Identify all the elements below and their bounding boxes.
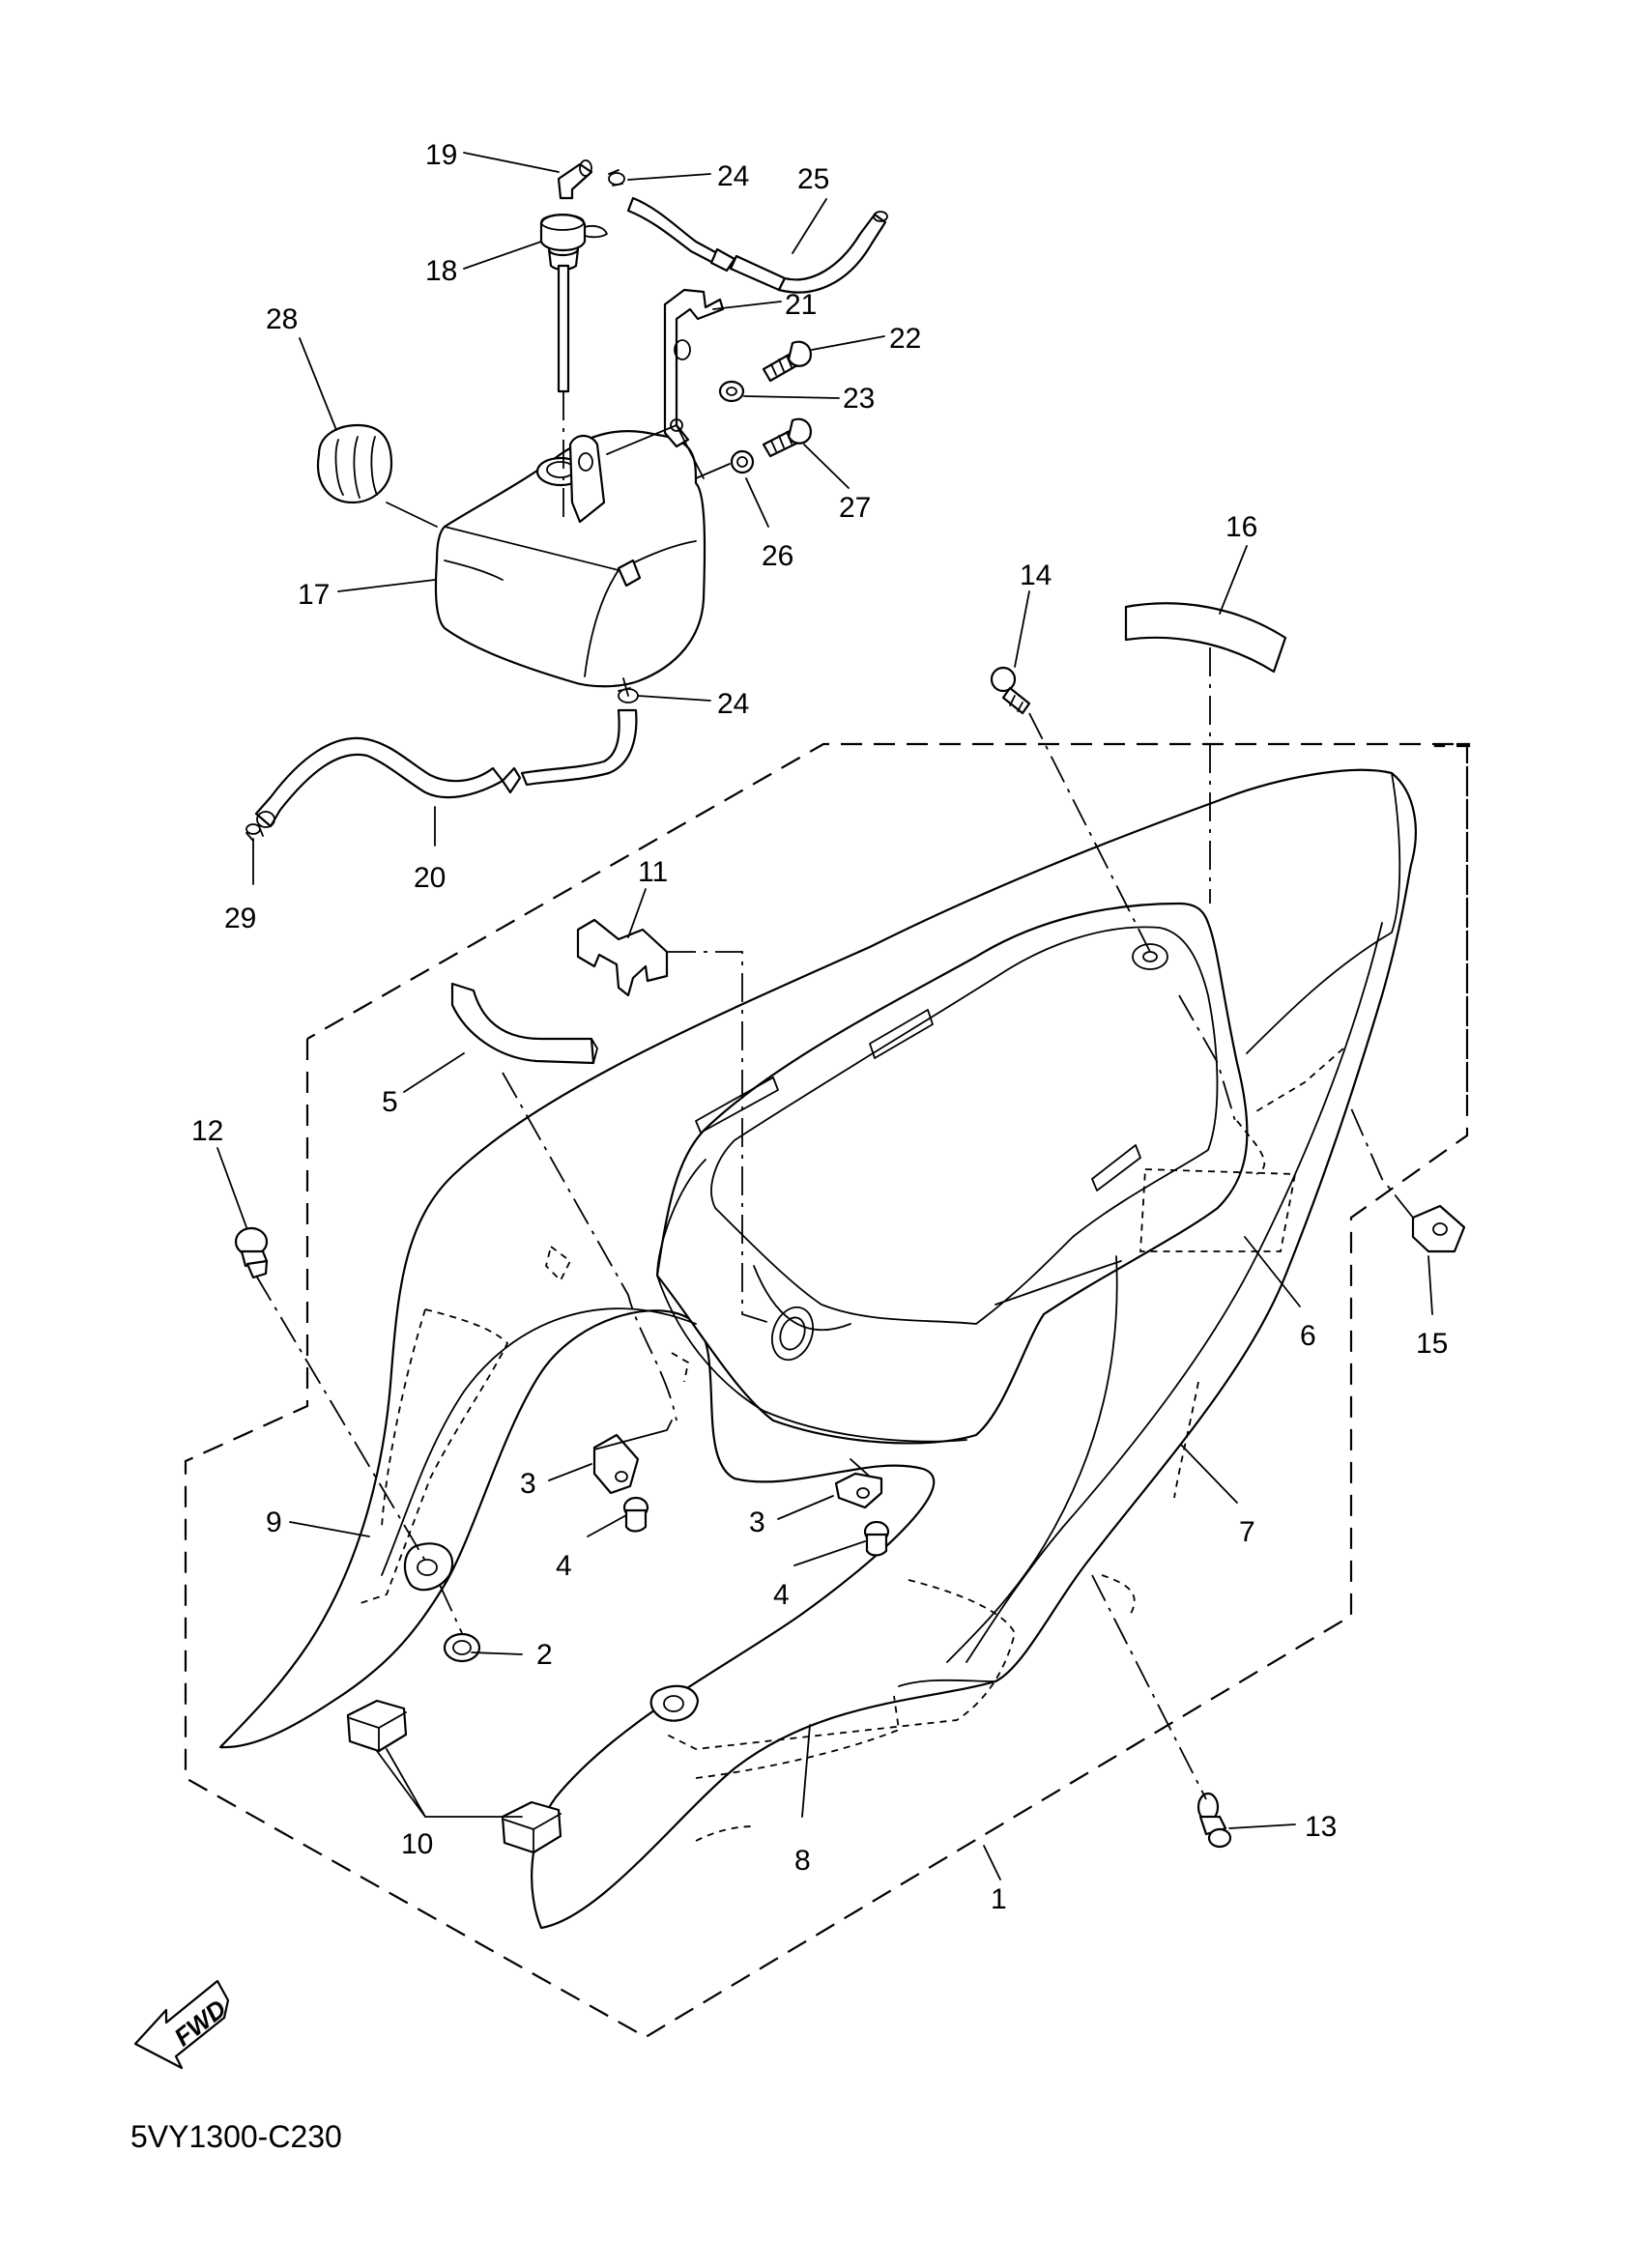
callout-2: 2 bbox=[536, 1639, 553, 1671]
seat-cowl-assembly bbox=[218, 768, 1417, 1930]
oil-tank-outlet bbox=[617, 559, 642, 588]
callout-13: 13 bbox=[1305, 1811, 1337, 1843]
elbow-fitting-19 bbox=[557, 159, 593, 200]
seat-opening-inner bbox=[710, 926, 1219, 1325]
grommet-2 bbox=[443, 1632, 481, 1663]
bolt-14 bbox=[990, 666, 1031, 715]
oil-tank-bracket-tab bbox=[568, 434, 606, 524]
leader-lines bbox=[216, 152, 1433, 1880]
right-side-cover-edge bbox=[946, 1255, 1118, 1663]
callout-5: 5 bbox=[382, 1086, 398, 1118]
seat-cowl-tail-line bbox=[1246, 772, 1401, 1054]
callout-25: 25 bbox=[797, 163, 829, 195]
assembly-lines bbox=[255, 391, 1414, 1818]
breather-hose-25 bbox=[626, 196, 888, 294]
clip-29 bbox=[245, 823, 264, 842]
rivet-12 bbox=[234, 1226, 269, 1279]
callout-11: 11 bbox=[638, 856, 668, 888]
callout-9: 9 bbox=[266, 1507, 282, 1538]
callout-7: 7 bbox=[1239, 1516, 1255, 1548]
seat-opening-rim bbox=[655, 902, 1249, 1445]
right-side-cover-inner bbox=[994, 1260, 1122, 1306]
callout-3-right: 3 bbox=[749, 1507, 765, 1538]
bracket-21 bbox=[663, 288, 725, 448]
callout-14: 14 bbox=[1020, 560, 1052, 591]
callout-24-upper: 24 bbox=[717, 160, 749, 192]
callout-22: 22 bbox=[889, 323, 921, 355]
callout-27: 27 bbox=[839, 492, 871, 524]
decal-strip-16 bbox=[1124, 602, 1287, 674]
callout-20: 20 bbox=[414, 862, 446, 894]
hose-clamp-24-upper bbox=[608, 169, 625, 187]
callout-12: 12 bbox=[191, 1115, 223, 1147]
oil-tank-bottom-outlet bbox=[622, 677, 629, 697]
oil-tank-bracket-hole bbox=[578, 452, 593, 472]
tail-bolt-hole bbox=[1132, 943, 1168, 970]
seat-mount-hole-inner bbox=[779, 1316, 806, 1351]
grommet-4-left bbox=[622, 1496, 649, 1533]
callout-16: 16 bbox=[1225, 511, 1257, 543]
callout-24-lower: 24 bbox=[717, 688, 749, 720]
seat-opening-ridge-1 bbox=[869, 1009, 934, 1059]
washer-26 bbox=[730, 449, 755, 474]
seat-cowl-right-flank bbox=[966, 922, 1383, 1663]
seat-mount-hole bbox=[771, 1306, 814, 1362]
seat-opening-ridge-2 bbox=[1091, 1144, 1141, 1191]
bracket-11 bbox=[576, 918, 669, 997]
seat-base-lip bbox=[753, 1265, 851, 1332]
callout-3-left: 3 bbox=[520, 1468, 536, 1500]
callout-18: 18 bbox=[425, 255, 457, 287]
callout-8: 8 bbox=[794, 1845, 811, 1877]
tank-cap-18 bbox=[539, 214, 608, 393]
callout-19: 19 bbox=[425, 139, 457, 171]
seal-strip-5 bbox=[450, 982, 598, 1065]
right-side-cover-bottom bbox=[898, 1679, 996, 1687]
bolt-22 bbox=[762, 340, 812, 383]
clip-nut-3-right bbox=[834, 1472, 883, 1509]
left-grab-tab bbox=[403, 1542, 454, 1592]
oil-tank-side-edge bbox=[444, 560, 504, 581]
seat-opening-ridge-3 bbox=[695, 1077, 779, 1134]
right-grab-tab-hole bbox=[663, 1695, 684, 1712]
right-grab-tab bbox=[649, 1684, 700, 1722]
fwd-arrow-icon: FWD bbox=[133, 1979, 232, 2070]
rivet-13 bbox=[1196, 1792, 1232, 1849]
oil-tank-front-edge bbox=[584, 569, 620, 677]
grommet-4-right bbox=[863, 1520, 890, 1557]
callout-29: 29 bbox=[224, 903, 256, 934]
damper-10-right bbox=[501, 1800, 562, 1854]
oil-tank-group bbox=[434, 429, 706, 697]
callout-26: 26 bbox=[762, 540, 793, 572]
nut-15 bbox=[1411, 1204, 1466, 1253]
callout-4-left: 4 bbox=[556, 1550, 572, 1582]
clip-nut-3-left bbox=[592, 1433, 640, 1495]
washer-23 bbox=[718, 380, 745, 403]
bolt-27 bbox=[762, 417, 812, 458]
callout-10: 10 bbox=[401, 1828, 433, 1860]
callout-28: 28 bbox=[266, 303, 298, 335]
callout-4-right: 4 bbox=[773, 1579, 790, 1611]
callout-labels: 19 24 25 18 21 22 23 27 26 28 17 24 20 2… bbox=[191, 139, 1448, 1915]
oil-hose-20 bbox=[254, 708, 638, 828]
callout-21: 21 bbox=[785, 289, 817, 321]
seat-base-front bbox=[656, 1159, 967, 1443]
diagram-code: 5VY1300-C230 bbox=[130, 2119, 342, 2154]
callout-6: 6 bbox=[1300, 1320, 1316, 1352]
damper-10-left bbox=[346, 1699, 408, 1753]
callout-23: 23 bbox=[843, 383, 875, 415]
callout-1: 1 bbox=[991, 1883, 1007, 1915]
grommet-28 bbox=[316, 423, 393, 504]
assembly-boundary-dashed bbox=[184, 742, 1471, 2039]
callout-15: 15 bbox=[1416, 1328, 1448, 1360]
oil-tank-top-face bbox=[444, 526, 697, 571]
hidden-lines bbox=[357, 1048, 1344, 1842]
callout-17: 17 bbox=[298, 579, 330, 611]
left-side-cover-edge bbox=[381, 1307, 697, 1576]
left-grab-tab-hole bbox=[417, 1559, 438, 1576]
